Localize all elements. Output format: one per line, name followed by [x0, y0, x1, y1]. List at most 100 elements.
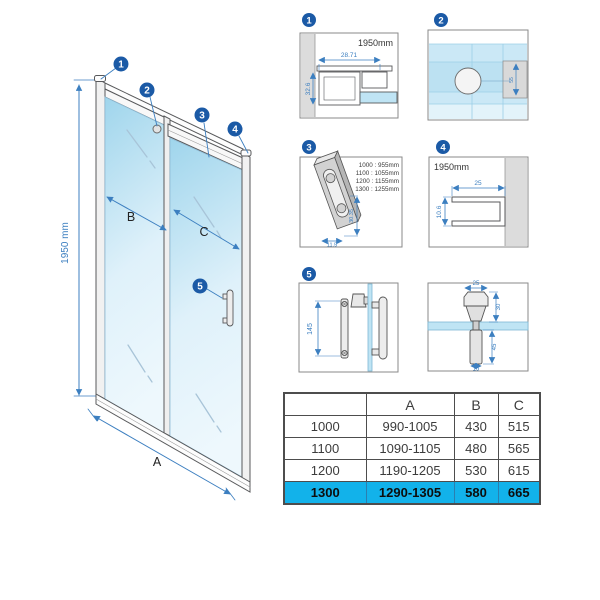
dimension-b: B — [106, 196, 167, 231]
header-a: A — [365, 392, 455, 416]
detail-4-height-label: 1950mm — [434, 162, 469, 172]
callout-1-number: 1 — [118, 60, 124, 71]
detail-1-dims: 28.71 32.6 — [305, 52, 381, 105]
callout-1: 1 — [100, 56, 129, 80]
detail-3: 3 1000 : 955mm 1100 : 1055mm 1200 : 1155… — [299, 140, 403, 249]
callout-4-number: 4 — [232, 125, 238, 136]
cell-b: 480 — [453, 437, 499, 460]
cell-size: 1000 — [283, 415, 367, 438]
callout-5: 5 — [192, 278, 223, 299]
dim-11-5: 11.5 — [327, 243, 337, 249]
detail-5-dims: 145 — [307, 300, 340, 357]
dim-30: 30 — [496, 303, 502, 310]
detail-3-profile — [313, 150, 362, 230]
detail-2-number: 2 — [438, 15, 443, 26]
table-row-highlighted: 1300 1290-1305 580 665 — [283, 481, 541, 505]
table-row: 1100 1090-1105 480 565 — [283, 437, 541, 460]
detail-3-dims: 30.35 11.5 — [321, 195, 361, 249]
callout-2-number: 2 — [144, 86, 150, 97]
header-size — [283, 392, 367, 416]
dim-45: 45 — [492, 343, 498, 350]
cell-c: 665 — [497, 481, 541, 505]
table-row: 1000 990-1005 430 515 — [283, 415, 541, 438]
cell-b: 430 — [453, 415, 499, 438]
profile-length-list: 1000 : 955mm 1100 : 1055mm 1200 : 1155mm… — [355, 162, 399, 193]
label-a: A — [153, 455, 162, 469]
detail-5: 5 145 — [298, 267, 399, 373]
dim-55: 55 — [509, 77, 515, 83]
right-wall-profile — [241, 152, 251, 490]
cell-a: 1290-1305 — [365, 481, 455, 505]
cell-a: 1190-1205 — [365, 459, 455, 482]
table-header-row: A B C — [283, 392, 541, 416]
handle-front-view — [340, 298, 349, 359]
header-c: C — [497, 392, 541, 416]
detail-1-profile — [316, 65, 398, 106]
label-b: B — [127, 210, 135, 224]
callout-5-number: 5 — [197, 282, 203, 293]
detail-3-number: 3 — [306, 142, 311, 153]
left-profile-cap — [94, 75, 106, 82]
detail-2: 2 55 — [427, 13, 529, 121]
detail-1: 1 1950mm 28.71 32.6 — [299, 13, 399, 119]
table-row: 1200 1190-1205 530 615 — [283, 459, 541, 482]
fixed-glass — [104, 96, 165, 434]
handle-knob — [350, 293, 369, 308]
size-1200: 1200 : 1155mm — [356, 178, 399, 185]
main-callouts: 1 2 3 4 5 — [100, 56, 249, 299]
dim-25: 25 — [473, 281, 480, 287]
handle-side-view — [371, 296, 388, 360]
cell-a: 1090-1105 — [365, 437, 455, 460]
cell-size: 1200 — [283, 459, 367, 482]
cell-a: 990-1005 — [365, 415, 455, 438]
label-c: C — [199, 225, 208, 239]
overlap-strip — [502, 60, 528, 99]
dim-10-6: 10.6 — [436, 205, 443, 218]
detail-4-number: 4 — [440, 142, 446, 153]
cell-c: 565 — [497, 437, 541, 460]
detail-5-number: 5 — [306, 269, 312, 280]
dim-30-35: 30.35 — [349, 209, 355, 223]
glass-grid-lines — [429, 43, 527, 119]
size-1300: 1300 : 1255mm — [355, 186, 399, 193]
knob-section — [463, 291, 489, 365]
dim-28-71: 28.71 — [341, 52, 358, 59]
dimension-a: A — [87, 408, 236, 501]
callout-4: 4 — [227, 121, 249, 154]
callout-2: 2 — [139, 82, 158, 127]
dim-15: 15 — [473, 367, 480, 373]
detail-1-number: 1 — [306, 15, 312, 26]
callout-3: 3 — [194, 107, 210, 158]
door-handle — [222, 289, 234, 327]
wall-strip — [505, 158, 527, 246]
glass-section — [367, 283, 373, 372]
height-dimension: 1950 mm — [60, 79, 98, 397]
detail-4-dims: 25 10.6 — [436, 180, 506, 227]
detail-1-height-label: 1950mm — [358, 38, 393, 48]
header-b: B — [453, 392, 499, 416]
dim-32-6: 32.6 — [305, 82, 312, 95]
size-1000: 1000 : 955mm — [359, 162, 399, 169]
dim-145: 145 — [307, 323, 314, 335]
right-profile-cap — [240, 149, 252, 157]
size-table: A B C 1000 990-1005 430 515 1100 1090-11… — [283, 392, 541, 505]
cell-b: 530 — [453, 459, 499, 482]
cell-c: 615 — [497, 459, 541, 482]
cell-size: 1100 — [283, 437, 367, 460]
left-wall-profile — [95, 77, 106, 400]
cell-c: 515 — [497, 415, 541, 438]
detail-4: 4 1950mm 25 10.6 — [428, 140, 529, 248]
dimension-c: C — [173, 209, 240, 250]
detail-5-side: 25 30 45 15 — [427, 281, 529, 373]
cell-size: 1300 — [283, 481, 367, 505]
size-1100: 1100 : 1055mm — [356, 170, 399, 177]
handle-hole — [454, 67, 482, 95]
detail-5b-dims: 25 30 45 15 — [464, 281, 502, 373]
height-label: 1950 mm — [60, 222, 71, 264]
main-drawing: 1950 mm — [60, 56, 252, 501]
cell-b: 580 — [453, 481, 499, 505]
center-post — [163, 115, 171, 437]
dim-25: 25 — [474, 180, 482, 187]
